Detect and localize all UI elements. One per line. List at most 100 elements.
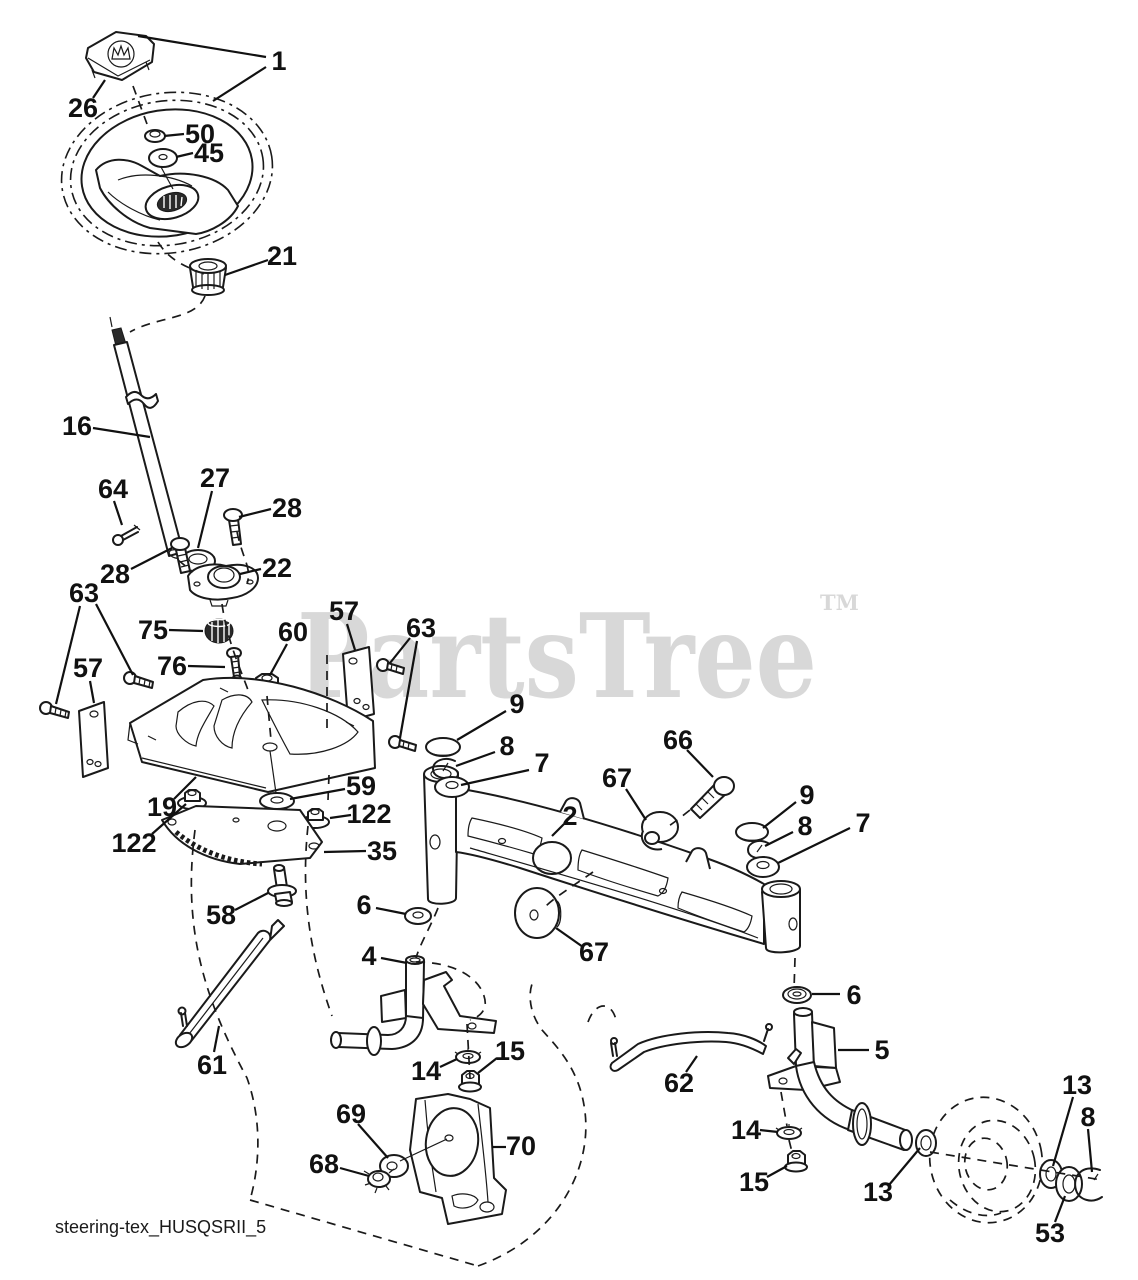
leader-line: [224, 258, 269, 277]
leader-line: [1051, 1096, 1075, 1167]
bracket-70: [409, 1093, 507, 1225]
leader-line: [112, 500, 124, 526]
leader-line: [477, 1057, 498, 1074]
leader-line: [92, 426, 151, 439]
callout-58: 58: [206, 900, 236, 930]
steering-shaft-16: [109, 316, 184, 559]
callout-7: 7: [534, 748, 549, 778]
leader-line: [137, 34, 267, 59]
callout-75: 75: [138, 615, 168, 645]
callout-9: 9: [509, 689, 524, 719]
leader-line: [151, 803, 187, 835]
spindle-4-left: [330, 955, 497, 1056]
callout-19: 19: [147, 792, 177, 822]
callout-14: 14: [731, 1115, 761, 1145]
washer-6-right: [782, 986, 812, 1004]
leader-line: [759, 1128, 779, 1134]
callout-64: 64: [98, 474, 128, 504]
leader-line: [625, 788, 647, 821]
leader-line: [92, 79, 106, 99]
callout-15: 15: [495, 1036, 525, 1066]
callout-26: 26: [68, 93, 98, 123]
callout-45: 45: [194, 138, 224, 168]
leader-line: [329, 813, 352, 820]
leader-line: [888, 1147, 921, 1186]
steering-wheel: [60, 91, 274, 255]
bushing-67-upper: [640, 811, 679, 851]
callout-67: 67: [602, 763, 632, 793]
leader-line: [212, 66, 267, 102]
callout-66: 66: [663, 725, 693, 755]
callout-122: 122: [111, 828, 156, 858]
callout-61: 61: [197, 1050, 227, 1080]
callout-57: 57: [329, 596, 359, 626]
washer-6-left: [404, 907, 432, 925]
leader-line: [239, 567, 262, 576]
diagram-code: steering-tex_HUSQSRII_5: [55, 1217, 266, 1238]
callout-63: 63: [406, 613, 436, 643]
leader-line: [455, 750, 496, 768]
screw-63-b: [123, 671, 154, 689]
tie-rod-62: [609, 1023, 773, 1072]
leader-line: [766, 1165, 788, 1178]
washer-14-left: [454, 1048, 482, 1064]
front-axle-2: [423, 765, 801, 954]
callout-70: 70: [506, 1131, 536, 1161]
bolt-28-left: [170, 537, 191, 574]
leader-line: [551, 823, 565, 837]
watermark: PartsTree TM: [297, 589, 859, 725]
leader-line: [175, 151, 194, 159]
leader-line: [187, 664, 226, 669]
callout-8: 8: [1080, 1102, 1095, 1132]
front-wheel-ghost: [928, 1096, 1044, 1224]
callout-2: 2: [562, 801, 577, 831]
screw-63-d: [388, 735, 417, 752]
leader-line: [375, 906, 407, 916]
leader-line: [777, 827, 851, 864]
bolt-66: [690, 776, 735, 819]
callout-16: 16: [62, 411, 92, 441]
screw-63-a: [39, 701, 70, 719]
spindle-5-right: [767, 1007, 913, 1151]
callout-14: 14: [411, 1056, 441, 1086]
leader-line: [130, 547, 173, 570]
washer-14-right: [775, 1124, 803, 1140]
callout-63: 63: [69, 578, 99, 608]
cotter-pin-64: [112, 524, 141, 546]
callout-59: 59: [346, 771, 376, 801]
leader-line: [1053, 1195, 1067, 1223]
leader-line: [345, 623, 357, 651]
callout-13: 13: [1062, 1070, 1092, 1100]
leader-line: [555, 927, 584, 948]
bracket-plate-57-mid: [342, 646, 375, 722]
leader-line: [323, 849, 367, 854]
washer-69: [379, 1138, 448, 1178]
horn-cap: [85, 31, 155, 81]
callout-53: 53: [1035, 1218, 1065, 1248]
callout-5: 5: [874, 1035, 889, 1065]
callout-9: 9: [799, 780, 814, 810]
washer-7-right: [746, 856, 780, 878]
leader-line: [685, 1055, 698, 1073]
callout-28: 28: [100, 559, 130, 589]
callout-15: 15: [739, 1167, 769, 1197]
bushing-75: [204, 618, 234, 644]
steering-bearing-21: [189, 258, 227, 296]
washer-7-left: [434, 776, 470, 798]
bracket-plate-57-left: [78, 701, 109, 778]
e-ring-8-right: [747, 840, 769, 860]
leader-line: [173, 776, 197, 800]
callout-57: 57: [73, 653, 103, 683]
shoulder-bolt-58: [267, 864, 297, 907]
watermark-tm: TM: [820, 590, 859, 615]
callout-6: 6: [846, 980, 861, 1010]
callout-69: 69: [336, 1099, 366, 1129]
leader-line: [196, 490, 214, 549]
nut-15-right: [784, 1150, 808, 1173]
leader-line: [339, 1166, 370, 1178]
callout-22: 22: [262, 553, 292, 583]
callout-60: 60: [278, 617, 308, 647]
leader-line: [762, 801, 797, 829]
